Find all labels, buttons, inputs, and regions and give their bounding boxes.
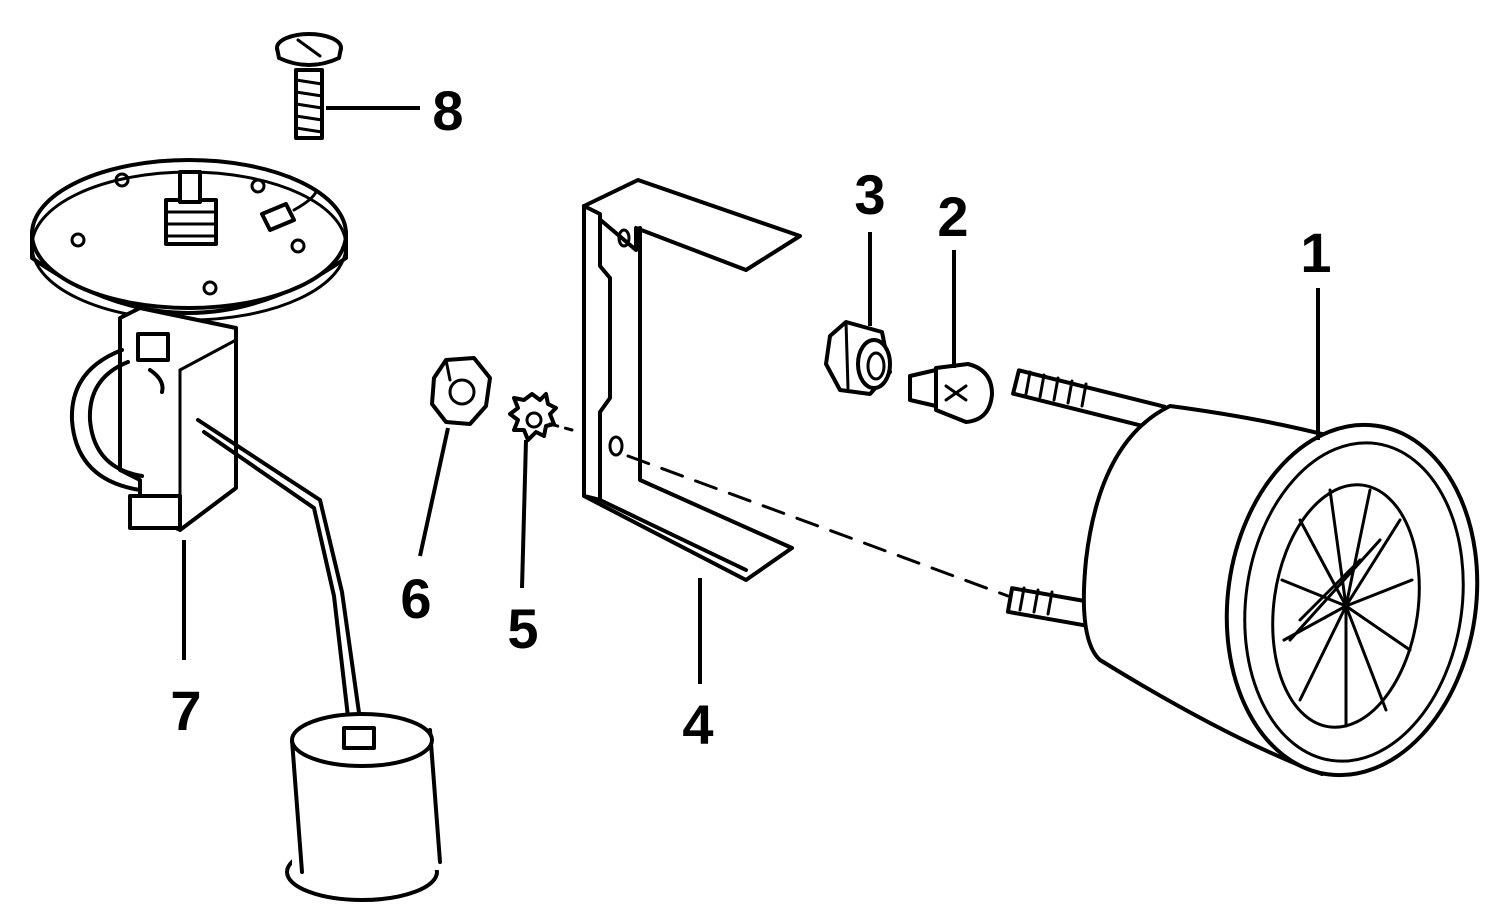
nut-drawing [430, 356, 492, 426]
part-label-7: 7 [170, 679, 201, 742]
screw-drawing [275, 32, 343, 140]
part-label-1: 1 [1300, 221, 1331, 284]
part-label-5: 5 [507, 597, 538, 660]
lock-washer-drawing [508, 392, 574, 442]
part-label-4: 4 [682, 693, 713, 756]
sender-unit-drawing [30, 158, 442, 902]
part-label-8: 8 [432, 79, 463, 142]
part-label-6: 6 [400, 567, 431, 630]
gauge-drawing [1005, 368, 1480, 778]
leader-5 [520, 439, 528, 589]
bracket-drawing [582, 178, 802, 582]
bulb-drawing [908, 362, 994, 424]
leader-6 [418, 427, 450, 557]
part-label-3: 3 [854, 163, 885, 226]
alignment-line [626, 454, 1010, 598]
bulb-socket-drawing [824, 320, 892, 396]
part-label-2: 2 [937, 185, 968, 248]
